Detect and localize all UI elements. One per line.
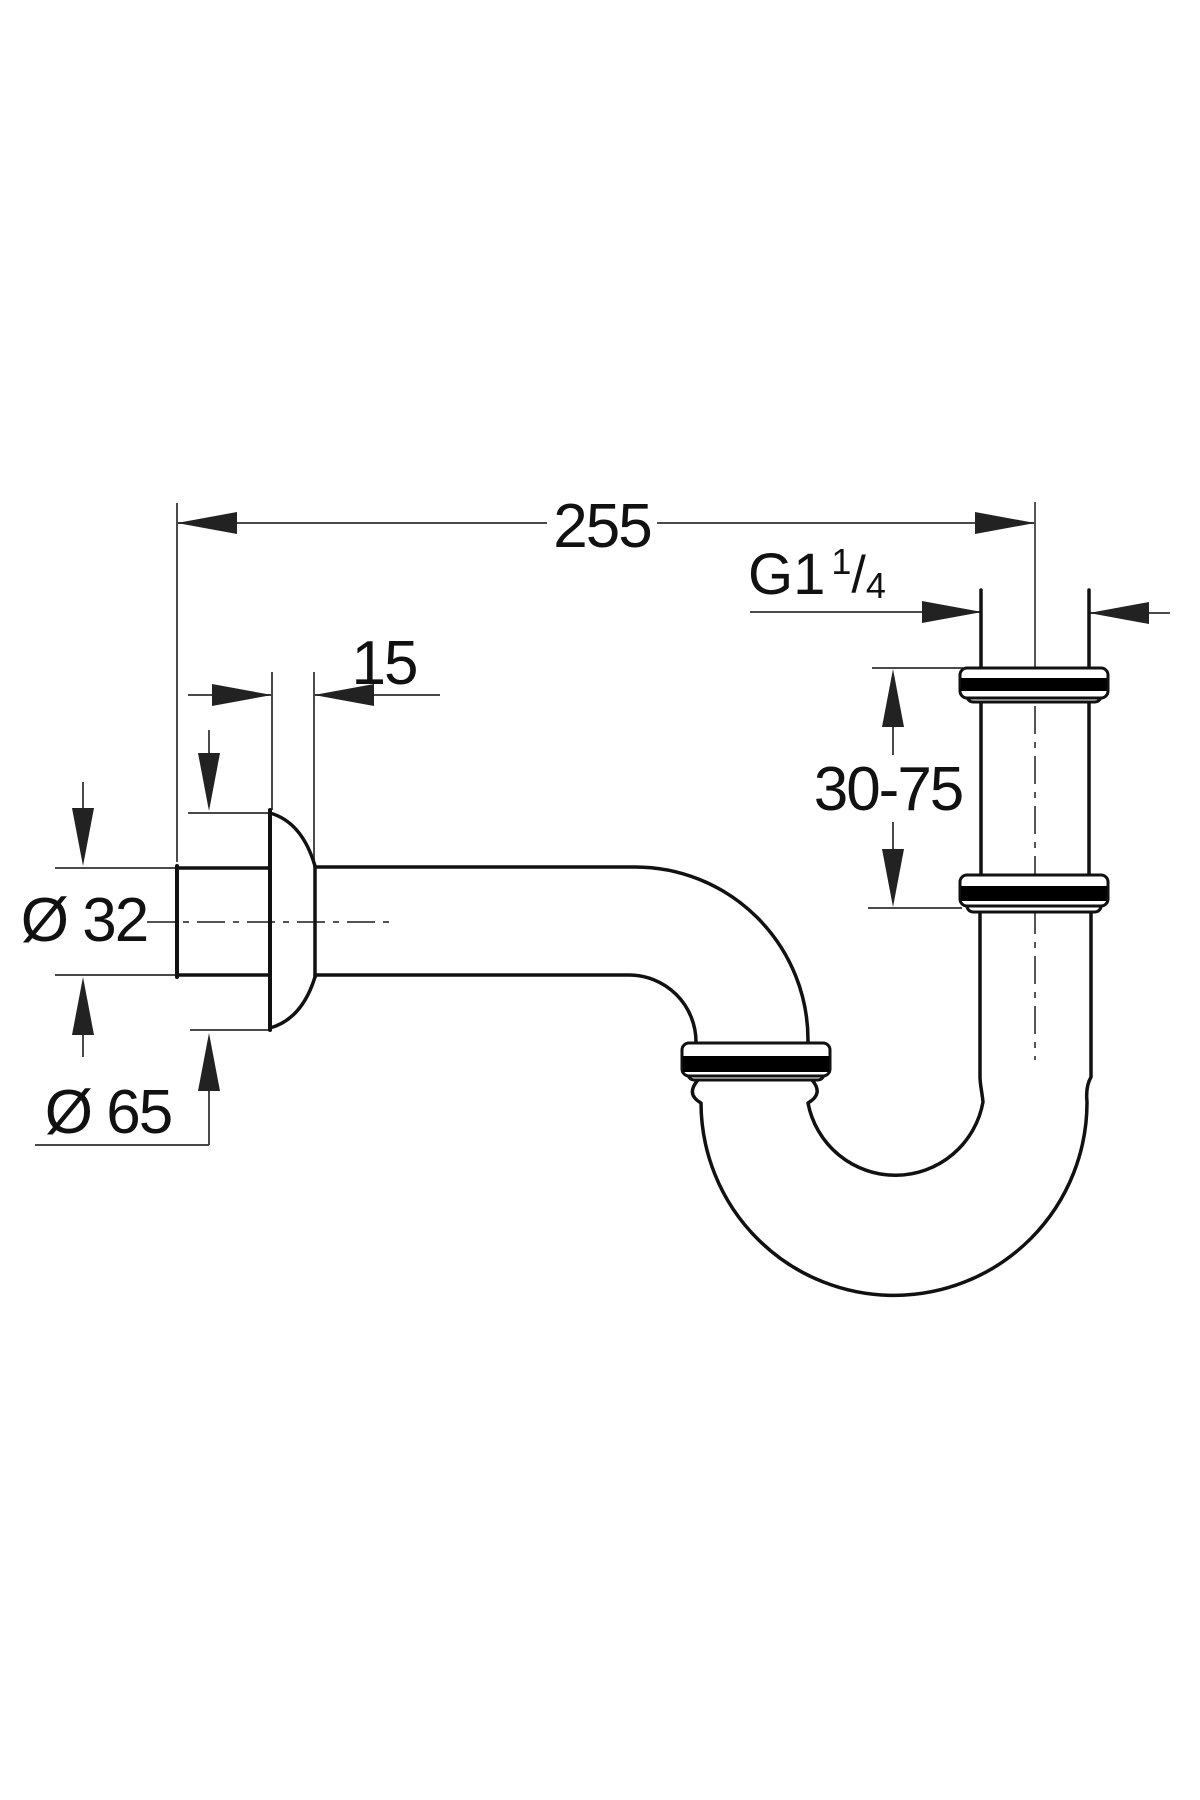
thread-base: G1: [748, 542, 826, 607]
dim-label-height-adjustment: 30-75: [813, 755, 965, 824]
slip-nut-trap: [680, 1041, 832, 1082]
union-nut-bottom: [958, 873, 1110, 914]
horizontal-pipe-bottom: [313, 973, 698, 1044]
dimension-lines: [35, 503, 1170, 1146]
flange-cone-top: [268, 811, 317, 868]
thread-denominator: 4: [865, 565, 886, 606]
nut-band: [961, 678, 1107, 691]
arrow-30-75-top: [882, 669, 904, 727]
dim-label-wall-clearance: 15: [351, 629, 419, 698]
arrow-30-75-bottom: [882, 849, 904, 907]
dim-label-overall-length: 255: [553, 492, 652, 561]
thread-numerator: 1: [831, 541, 852, 582]
ext-lines-15: [271, 672, 315, 864]
arrow-thread-right: [1089, 602, 1149, 624]
flange-cone-bottom: [268, 975, 317, 1030]
dimension-arrowheads: [72, 512, 1149, 1091]
arrow-d32-bottom: [72, 977, 94, 1035]
nut-band: [961, 886, 1107, 901]
ref-lines-d65: [188, 812, 268, 1031]
arrow-d65-top: [198, 753, 220, 811]
arrow-d32-top: [72, 808, 94, 866]
arrow-255-left: [177, 512, 237, 534]
arrow-thread-left: [922, 601, 982, 623]
ref-lines-d32: [55, 867, 177, 976]
thread-slash: /: [851, 546, 866, 604]
horizontal-pipe-top: [313, 865, 810, 1045]
u-bend-outer: [690, 910, 1093, 1298]
ref-lines-30-75: [868, 667, 963, 909]
dim-label-pipe-diameter: Ø 32: [20, 886, 149, 955]
arrow-15-left: [212, 684, 272, 706]
dim-label-rosette-diameter: Ø 65: [44, 1078, 173, 1147]
arrow-d65-bottom: [198, 1033, 220, 1091]
union-nut-top: [958, 666, 1110, 704]
trap-outline: [175, 588, 1093, 1298]
arrow-15-right: [314, 684, 374, 706]
fittings: [680, 666, 1110, 1082]
nut-band: [683, 1056, 829, 1072]
arrow-255-right: [975, 512, 1035, 534]
u-bend-inner: [806, 910, 985, 1177]
